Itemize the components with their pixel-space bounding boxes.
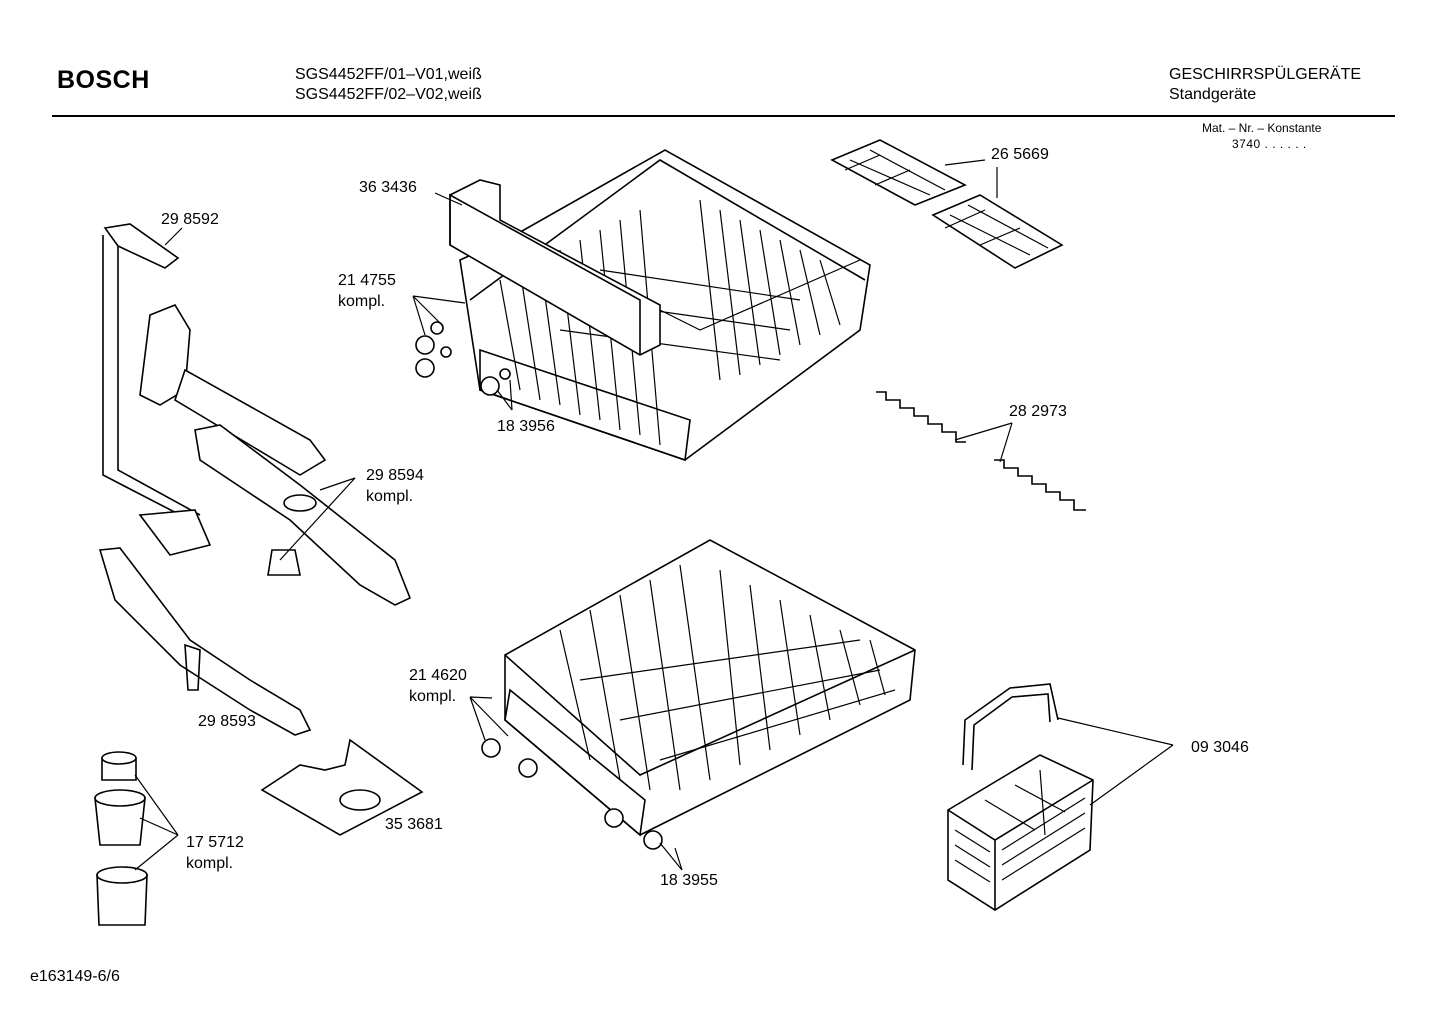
part-label-175712-kompl: kompl. bbox=[186, 855, 234, 872]
lower-basket bbox=[504, 539, 916, 837]
mat-nr-label: Mat. – Nr. – Konstante bbox=[1202, 121, 1322, 135]
upper-basket-tines bbox=[499, 199, 841, 446]
cutlery-basket bbox=[947, 683, 1094, 911]
part-label-214620-kompl: kompl. bbox=[409, 688, 457, 705]
header-divider bbox=[52, 115, 1395, 117]
lower-basket-rollers bbox=[481, 738, 663, 850]
tine-rows bbox=[876, 391, 1086, 511]
upper-spray-arm bbox=[139, 304, 412, 606]
part-label-298594-kompl: kompl. bbox=[366, 488, 414, 505]
cutlery-basket-grid bbox=[954, 797, 1086, 883]
lower-basket-tines bbox=[559, 564, 896, 791]
leader-lines bbox=[134, 159, 1174, 871]
cutlery-shelves bbox=[830, 139, 1064, 269]
part-label-298593: 29 8593 bbox=[198, 713, 256, 730]
microfilter-plate bbox=[260, 738, 424, 836]
category-title: GESCHIRRSPÜLGERÄTE bbox=[1169, 66, 1362, 83]
part-label-214755: 21 4755 bbox=[338, 272, 396, 289]
category-subtitle: Standgeräte bbox=[1169, 86, 1257, 103]
part-label-265669: 26 5669 bbox=[991, 146, 1049, 163]
part-label-175712: 17 5712 bbox=[186, 834, 244, 851]
part-label-183955: 18 3955 bbox=[660, 872, 718, 889]
upper-basket-rollers bbox=[415, 321, 511, 396]
model-line-2: SGS4452FF/02–V02,weiß bbox=[295, 86, 482, 103]
part-label-214755-kompl: kompl. bbox=[338, 293, 386, 310]
filters bbox=[94, 751, 148, 926]
part-label-093046: 09 3046 bbox=[1191, 739, 1249, 756]
model-line-1: SGS4452FF/01–V01,weiß bbox=[295, 66, 482, 83]
part-label-298592: 29 8592 bbox=[161, 211, 219, 228]
part-label-353681: 35 3681 bbox=[385, 816, 443, 833]
part-label-363436: 36 3436 bbox=[359, 179, 417, 196]
brand-logo: BOSCH bbox=[57, 66, 150, 94]
lower-spray-arm bbox=[98, 547, 312, 736]
upper-basket bbox=[449, 149, 871, 462]
part-label-183956: 18 3956 bbox=[497, 418, 555, 435]
cup-rack bbox=[449, 179, 661, 356]
mat-nr-value: 3740 . . . . . . bbox=[1232, 137, 1307, 151]
document-id: e163149-6/6 bbox=[30, 968, 120, 985]
part-label-214620: 21 4620 bbox=[409, 667, 467, 684]
supply-tube bbox=[102, 223, 212, 556]
part-label-298594: 29 8594 bbox=[366, 467, 424, 484]
part-label-282973: 28 2973 bbox=[1009, 403, 1067, 420]
